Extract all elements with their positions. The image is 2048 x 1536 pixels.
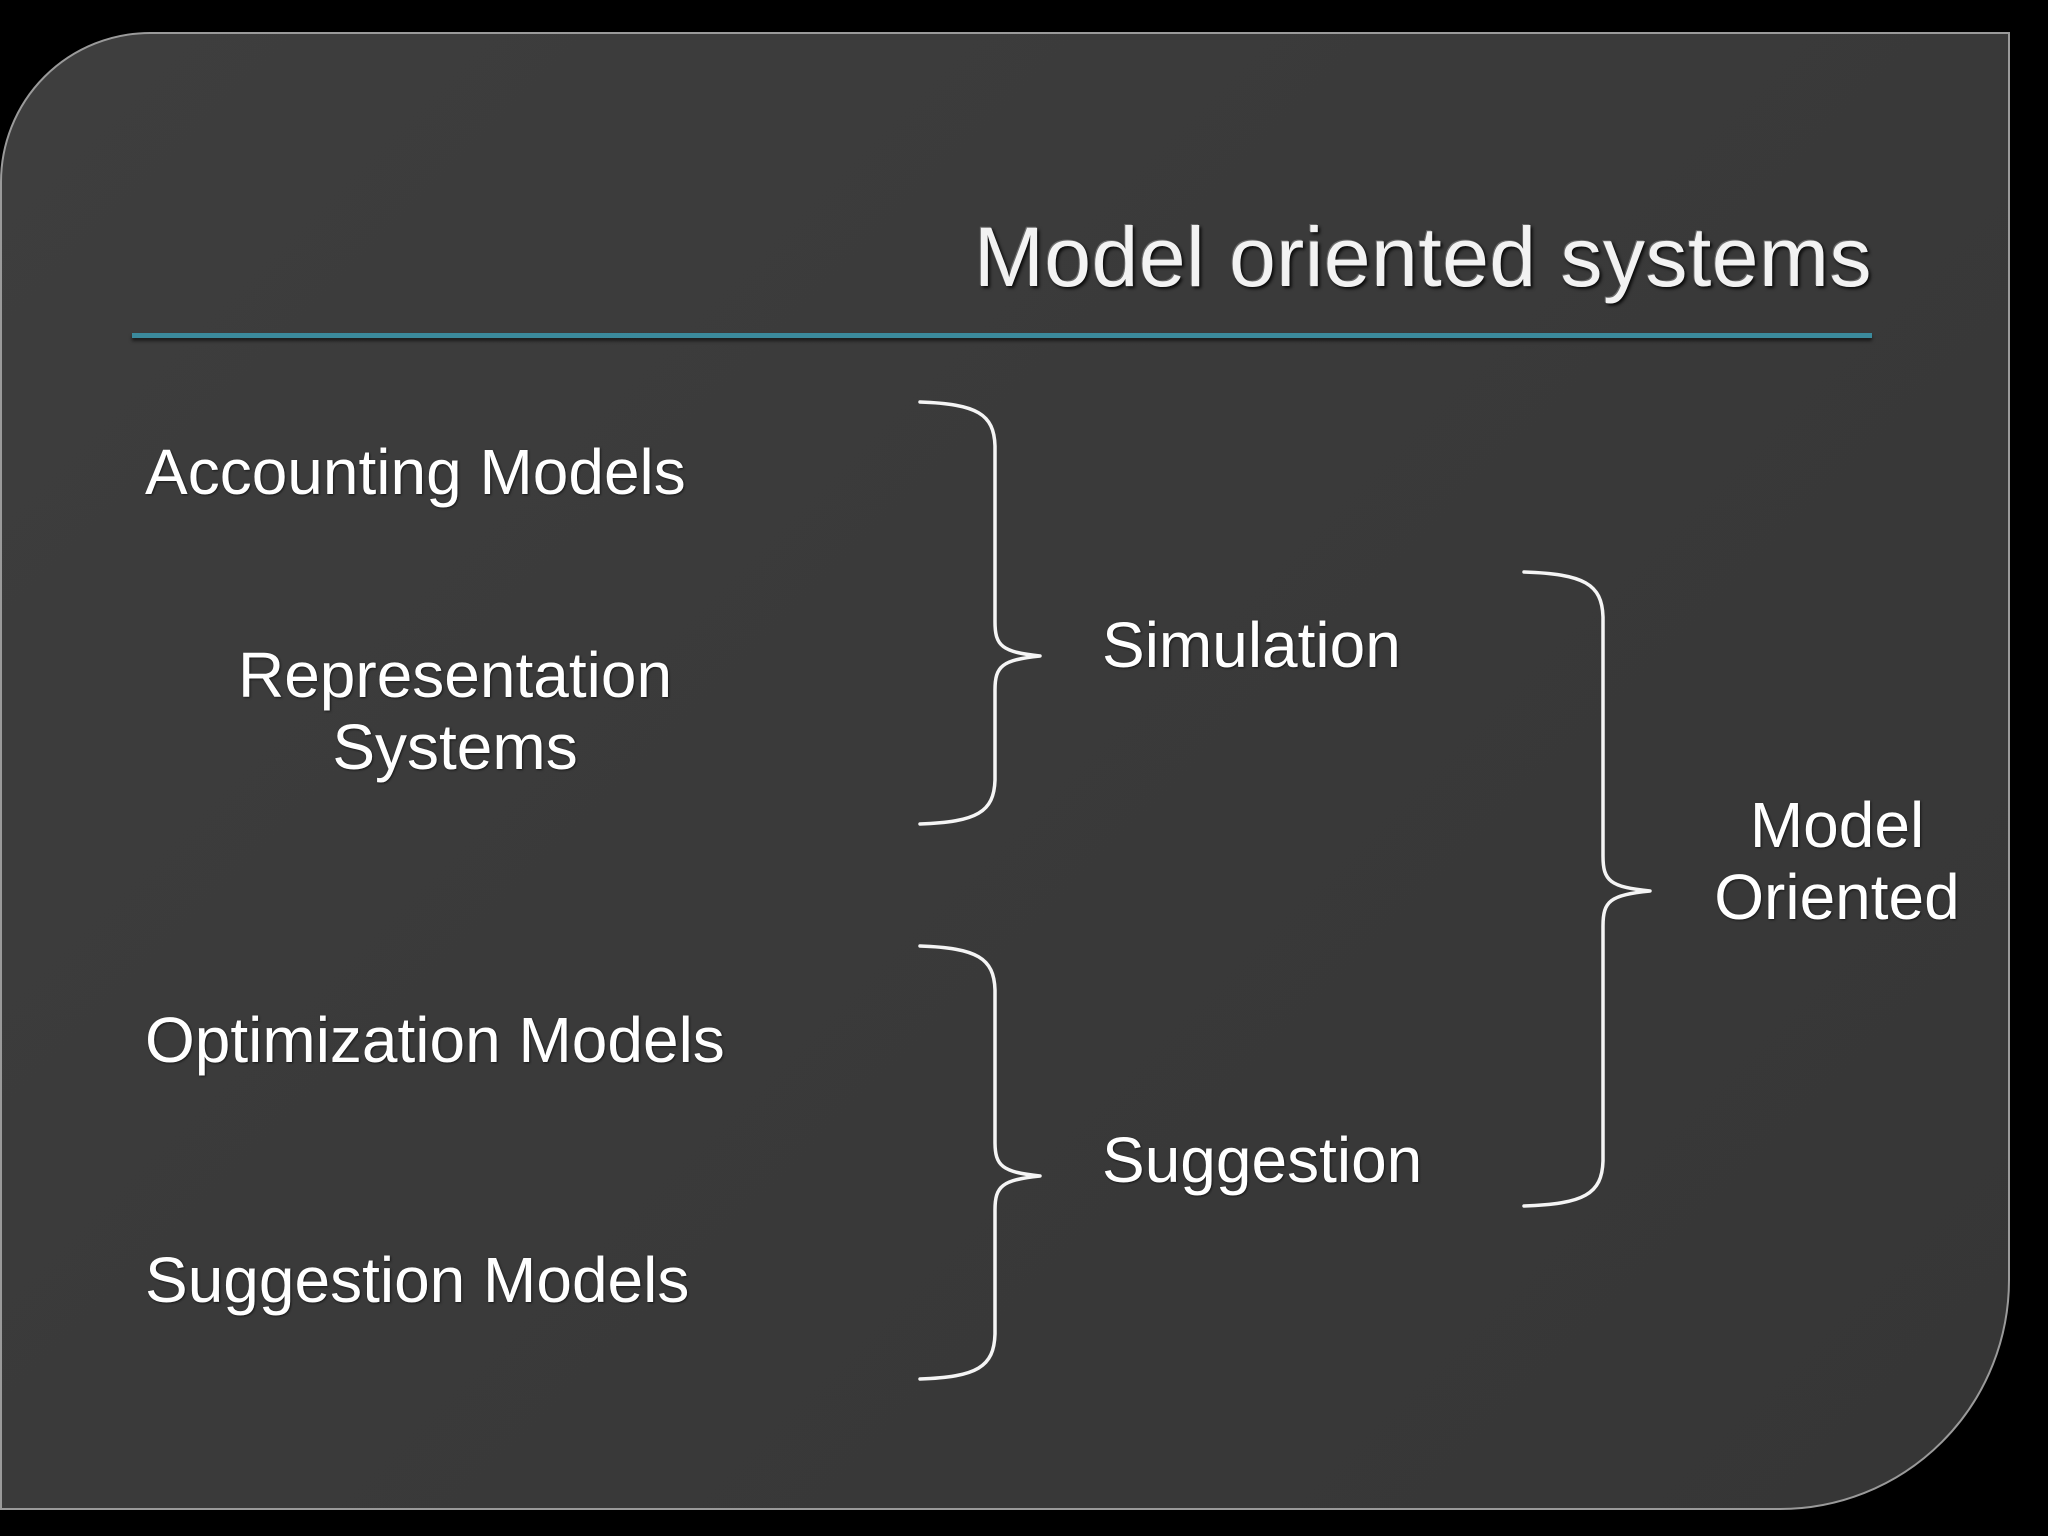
diagram-node-representation-systems: Representation Systems (237, 639, 673, 783)
brace-model-oriented-icon (1522, 570, 1652, 1208)
diagram-node-suggestion-models: Suggestion Models (145, 1244, 690, 1316)
title-divider-rule (132, 333, 1872, 338)
slide-canvas: Model oriented systems Accounting Models… (0, 32, 2010, 1510)
diagram-node-model-oriented: Model Oriented (1714, 789, 1960, 933)
brace-suggestion-icon (918, 944, 1042, 1381)
diagram-node-optimization-models: Optimization Models (145, 1004, 725, 1076)
diagram-node-suggestion: Suggestion (1102, 1124, 1423, 1196)
diagram-node-accounting-models: Accounting Models (145, 436, 686, 508)
brace-simulation-icon (918, 400, 1042, 826)
diagram-node-simulation: Simulation (1102, 609, 1401, 681)
page-title: Model oriented systems (973, 210, 1872, 304)
title-block: Model oriented systems (132, 209, 1872, 339)
